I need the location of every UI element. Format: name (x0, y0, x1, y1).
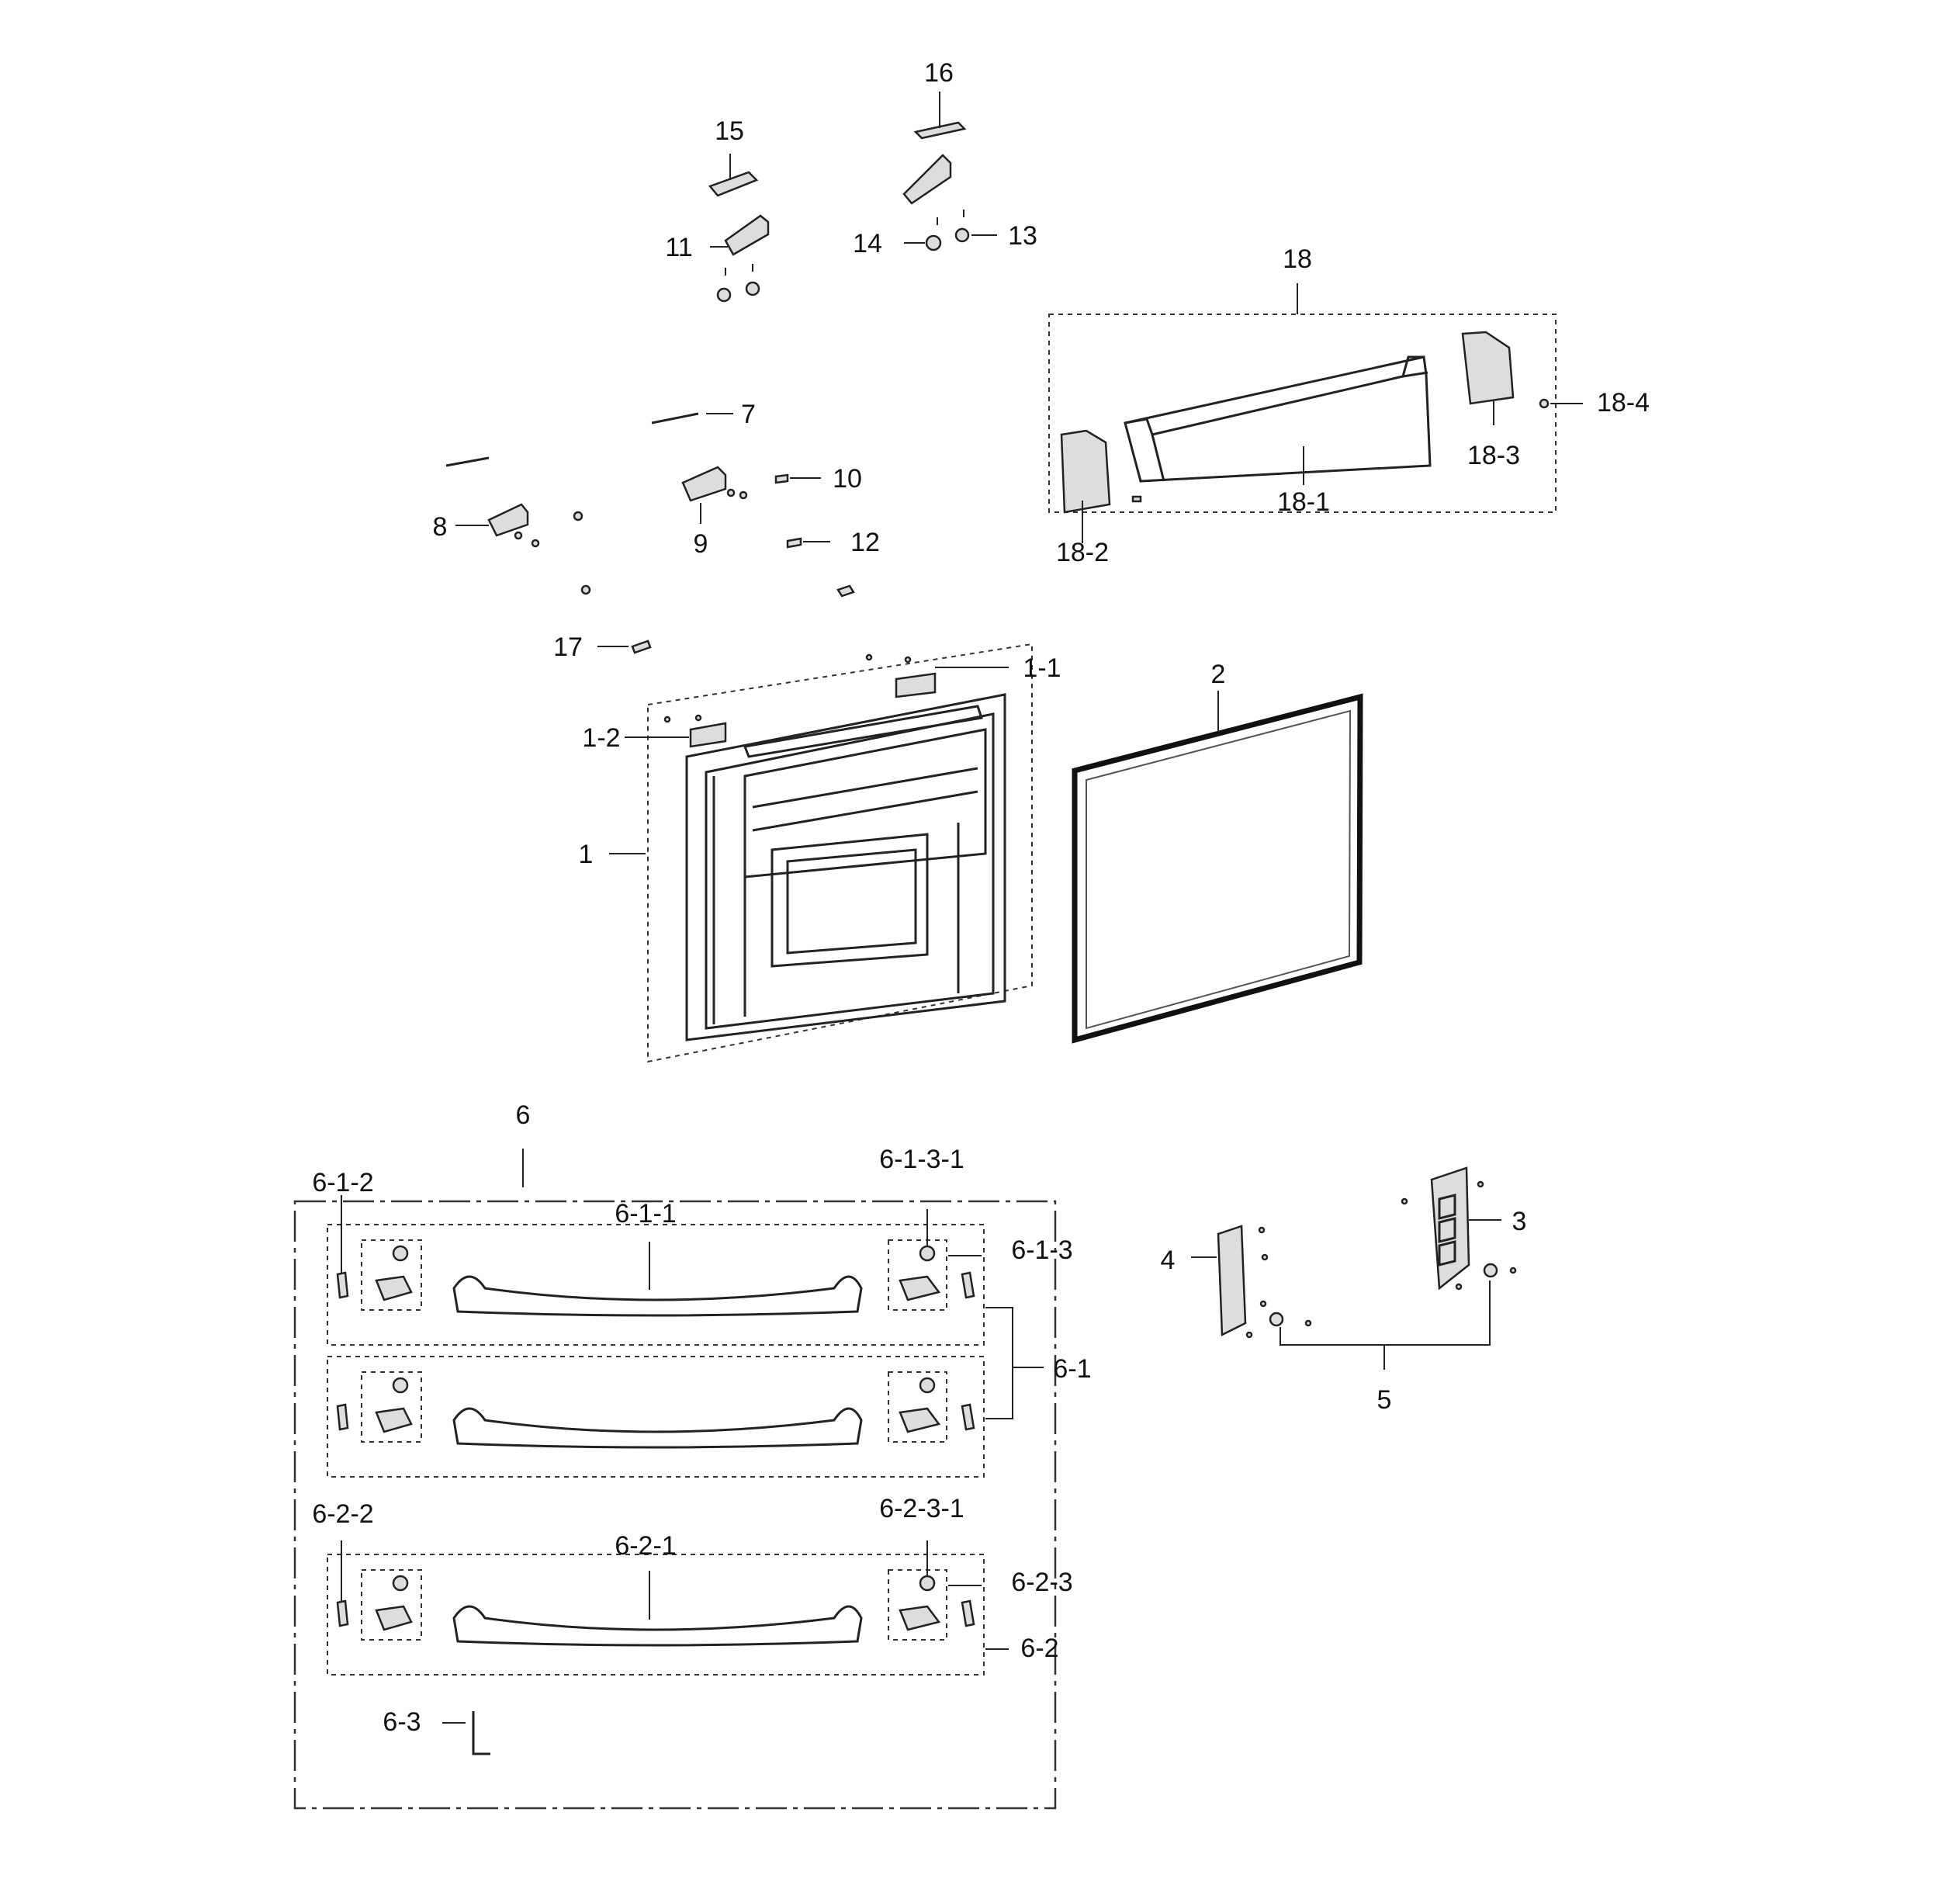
label-part-16: 16 (924, 58, 954, 88)
label-part-4: 4 (1161, 1246, 1176, 1275)
handle-assembly-boundary (293, 1149, 1057, 1810)
label-part-6-1: 6-1 (1053, 1354, 1091, 1384)
label-part-6-3: 6-3 (383, 1707, 421, 1737)
door-hinge-bracket-part-1-2 (625, 714, 727, 748)
label-part-6-2-2: 6-2-2 (312, 1499, 373, 1529)
bracket-part-4 (1191, 1225, 1269, 1339)
label-part-6-2-1: 6-2-1 (615, 1531, 676, 1561)
label-part-6-2: 6-2 (1020, 1634, 1058, 1663)
label-part-1: 1 (579, 840, 594, 869)
label-part-6-1-3: 6-1-3 (1011, 1235, 1072, 1265)
hinge-pin-part-7 (445, 412, 733, 467)
label-part-18-3: 18-3 (1467, 441, 1520, 470)
label-part-6-1-1: 6-1-1 (615, 1199, 676, 1228)
door-panel-icon (609, 693, 1006, 1041)
label-part-6-2-3: 6-2-3 (1011, 1568, 1072, 1597)
label-part-18-2: 18-2 (1056, 538, 1109, 567)
label-part-6-1-2: 6-1-2 (312, 1168, 373, 1197)
door-handle-icon (327, 1356, 985, 1478)
door-hinge-bracket-part-1-1 (865, 653, 1009, 698)
label-part-6: 6 (516, 1100, 531, 1130)
label-part-18-1: 18-1 (1277, 487, 1330, 517)
part-labels: 16 15 11 14 13 18 18-4 18-3 18-1 18-2 7 … (312, 58, 1650, 1737)
hinge-part-11 (710, 214, 770, 303)
label-part-2: 2 (1211, 660, 1226, 689)
hinge-washer-part-14 (904, 217, 942, 251)
bin-side-cap-part-18-2 (1060, 429, 1142, 543)
label-part-9: 9 (694, 529, 708, 559)
hex-key-part-6-3 (442, 1711, 490, 1755)
label-part-18-4: 18-4 (1597, 388, 1650, 418)
label-part-15: 15 (715, 116, 744, 146)
label-part-3: 3 (1512, 1207, 1527, 1236)
bracket-part-3 (1401, 1166, 1517, 1291)
door-bin-icon (1124, 355, 1432, 485)
label-part-17: 17 (553, 632, 583, 662)
label-part-8: 8 (433, 512, 448, 542)
hinge-cap-part-15 (708, 154, 759, 197)
door-handle-icon (327, 1540, 1009, 1675)
hinge-cap-part-16 (913, 92, 967, 140)
label-part-7: 7 (741, 400, 756, 429)
bin-screw-part-18-4 (1539, 398, 1583, 409)
hinge-part-9 (681, 466, 748, 524)
label-part-11: 11 (665, 233, 692, 262)
label-part-1-1: 1-1 (1023, 653, 1061, 683)
label-part-1-2: 1-2 (582, 723, 620, 753)
label-part-14: 14 (853, 229, 882, 258)
label-part-10: 10 (833, 464, 862, 494)
label-part-18: 18 (1283, 244, 1312, 274)
screw-part-10 (774, 473, 821, 484)
stopper-part-17 (597, 639, 652, 654)
hinge-part-16-lower (902, 154, 952, 205)
handle-6-1-bracket (985, 1307, 1044, 1419)
label-part-13: 13 (1008, 221, 1037, 251)
hinge-part-8 (455, 503, 591, 595)
door-gasket-icon (1072, 691, 1363, 1044)
hinge-washer-part-13 (954, 210, 997, 243)
bin-side-cap-part-18-3 (1461, 331, 1515, 425)
label-part-6-2-3-1: 6-2-3-1 (879, 1494, 964, 1523)
bracket-screws-part-5 (1269, 1280, 1491, 1370)
label-part-5: 5 (1377, 1385, 1392, 1415)
label-part-6-1-3-1: 6-1-3-1 (879, 1145, 964, 1174)
door-assembly-boundary (647, 643, 1033, 1063)
door-handle-icon (327, 1195, 985, 1346)
screw-part-12 (786, 537, 855, 598)
door-bin-assembly-boundary (1048, 283, 1557, 513)
label-part-12: 12 (850, 528, 880, 557)
